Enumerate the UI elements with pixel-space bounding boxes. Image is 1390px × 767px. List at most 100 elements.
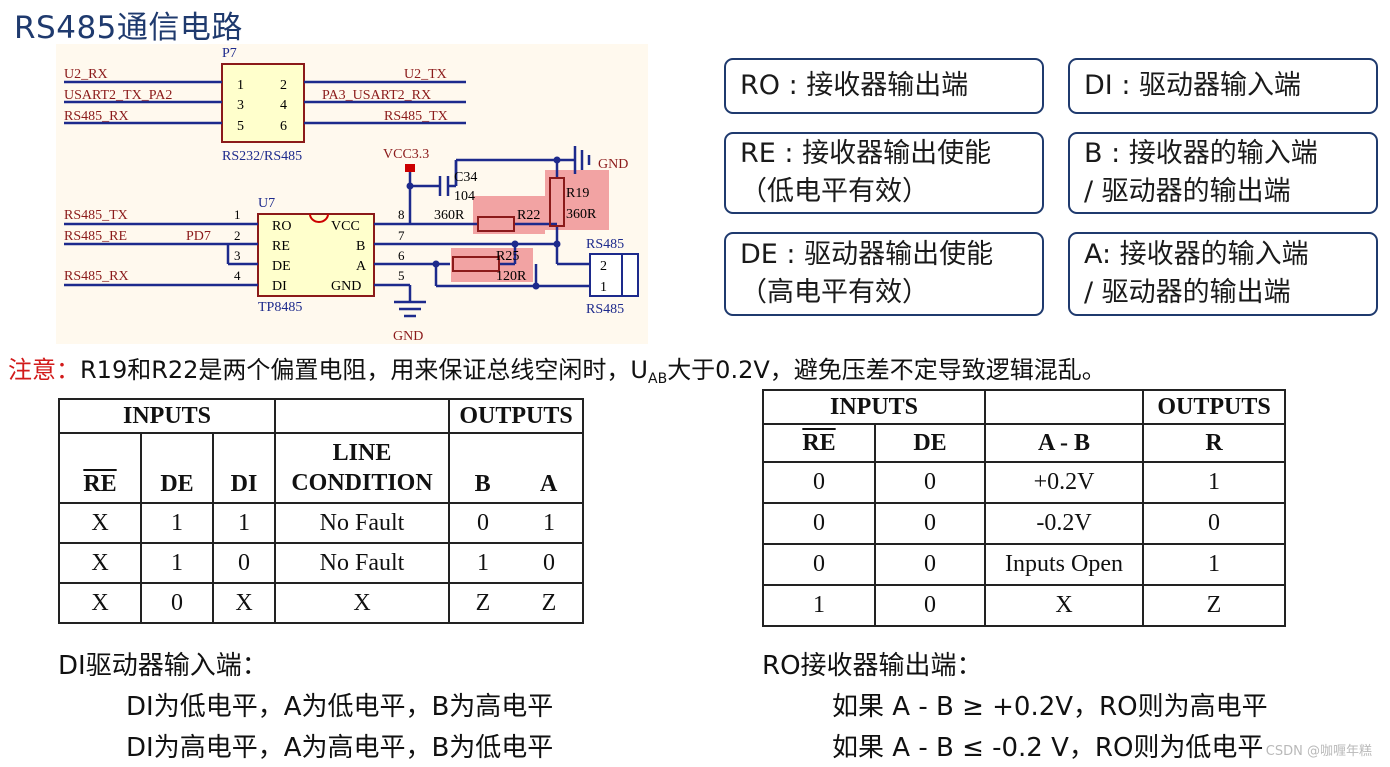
gnd-label-top: GND — [598, 157, 628, 172]
pin-box-b-line1: B : 接收器的输入端 — [1084, 138, 1318, 169]
gnd-symbol-top — [573, 146, 591, 174]
pin-box-a-line1: A: 接收器的输入端 — [1084, 239, 1309, 270]
u7-num-4: 4 — [234, 268, 241, 283]
u7-pin-de: DE — [272, 259, 291, 274]
r19-highlight — [545, 170, 609, 230]
ro-explain-line2: 如果 A - B ≤ -0.2 V，RO则为低电平 — [832, 733, 1264, 763]
r25-ref: R25 — [496, 249, 519, 264]
net-usart2-tx-pa2: USART2_TX_PA2 — [64, 88, 172, 103]
u7-num-7: 7 — [398, 228, 405, 243]
pin-box-a-line2: / 驱动器的输出端 — [1084, 277, 1291, 308]
u7-pin-re: RE — [272, 239, 290, 254]
p7-pin-6: 6 — [280, 119, 287, 134]
r25-resistor — [452, 256, 500, 272]
ro-explain-line1: 如果 A - B ≥ +0.2V，RO则为高电平 — [832, 692, 1268, 722]
c34-value: 104 — [454, 189, 475, 204]
u7-body — [257, 213, 375, 297]
net-pa3-usart2-rx: PA3_USART2_RX — [322, 88, 431, 103]
di-explain-heading: DI驱动器输入端： — [58, 651, 268, 681]
p7-pin-3: 3 — [237, 98, 244, 113]
vcc-label: VCC3.3 — [383, 147, 429, 162]
r22-highlight — [473, 196, 545, 234]
receiver-col-r: R — [1142, 423, 1286, 463]
net-u2-rx: U2_RX — [64, 67, 108, 82]
u7-ref: U7 — [258, 196, 275, 211]
net-pd7: PD7 — [186, 229, 211, 244]
pin-box-re-line1: RE : 接收器输出使能 — [740, 138, 992, 169]
watermark: CSDN @咖喱年糕 — [1265, 744, 1372, 759]
net-rs485-rx: RS485_RX — [64, 269, 129, 284]
u7-num-2: 2 — [234, 228, 241, 243]
pin-box-di: DI : 驱动器输入端 — [1068, 58, 1378, 114]
net-rs485-re: RS485_RE — [64, 229, 127, 244]
driver-inputs-header: INPUTS — [58, 398, 276, 434]
pin-box-ro: RO : 接收器输出端 — [724, 58, 1044, 114]
u7-pin-vcc: VCC — [331, 219, 360, 234]
r22-ref: R22 — [517, 208, 540, 223]
pin-box-b: B : 接收器的输入端 / 驱动器的输出端 — [1068, 132, 1378, 214]
driver-col-b: B — [474, 471, 491, 497]
receiver-col-re: RE — [762, 423, 876, 463]
u7-pin-di: DI — [272, 279, 287, 294]
net-rs485-tx-p7: RS485_TX — [384, 109, 448, 124]
pin-box-de: DE : 驱动器输出使能 （高电平有效） — [724, 232, 1044, 316]
pin-box-a: A: 接收器的输入端 / 驱动器的输出端 — [1068, 232, 1378, 316]
p7-pin-2: 2 — [280, 78, 287, 93]
note-text-after: 大于0.2V，避免压差不定导致逻辑混乱。 — [667, 356, 1106, 384]
u7-pin-b: B — [356, 239, 365, 254]
u7-pin-gnd: GND — [331, 279, 361, 294]
pin-box-de-line1: DE : 驱动器输出使能 — [740, 239, 994, 270]
gnd-symbol-bottom — [394, 300, 426, 318]
receiver-inputs-header: INPUTS — [762, 389, 986, 425]
bias-resistor-note: 注意：R19和R22是两个偏置电阻，用来保证总线空闲时，UAB大于0.2V，避免… — [8, 350, 1106, 387]
u7-pin-ro: RO — [272, 219, 291, 234]
gnd-label-bottom: GND — [393, 329, 423, 344]
r19-ref: R19 — [566, 186, 589, 201]
u7-pin-a: A — [356, 259, 367, 274]
u7-num-6: 6 — [398, 248, 405, 263]
receiver-col-de: DE — [874, 423, 986, 463]
u7-num-8: 8 — [398, 207, 405, 222]
driver-col-a: A — [539, 471, 558, 497]
pin-box-re: RE : 接收器输出使能 （低电平有效） — [724, 132, 1044, 214]
driver-header-blank — [274, 398, 450, 434]
pin-box-re-line2: （低电平有效） — [740, 176, 929, 207]
pin-box-de-line2: （高电平有效） — [740, 277, 929, 308]
receiver-header-blank — [984, 389, 1144, 425]
note-subscript: AB — [648, 371, 668, 387]
c34-ref: C34 — [454, 170, 477, 185]
p7-pin-1: 1 — [237, 78, 244, 93]
r19-value: 360R — [566, 207, 597, 222]
r22-value: 360R — [434, 208, 465, 223]
p7-body — [221, 63, 305, 143]
driver-col-re: RE — [58, 432, 142, 504]
note-label: 注意： — [8, 356, 80, 384]
note-text-before: R19和R22是两个偏置电阻，用来保证总线空闲时，U — [80, 356, 648, 384]
u7-num-3: 3 — [234, 248, 241, 263]
p7-pin-5: 5 — [237, 119, 244, 134]
receiver-outputs-header: OUTPUTS — [1142, 389, 1286, 425]
u7-num-1: 1 — [234, 207, 241, 222]
connector-body — [589, 253, 639, 297]
r22-resistor — [477, 216, 515, 232]
net-u2-tx: U2_TX — [404, 67, 447, 82]
r19-resistor — [549, 177, 565, 227]
p7-ref: P7 — [222, 46, 237, 61]
net-rs485-rx-p7: RS485_RX — [64, 109, 129, 124]
di-explain-line1: DI为低电平，A为低电平，B为高电平 — [126, 692, 554, 722]
receiver-col-ab: A - B — [984, 423, 1144, 463]
driver-col-di: DI — [212, 432, 276, 504]
u7-num-5: 5 — [398, 268, 405, 283]
connector-ref: RS485 — [586, 237, 624, 252]
connector-pin-1: 1 — [600, 280, 607, 295]
